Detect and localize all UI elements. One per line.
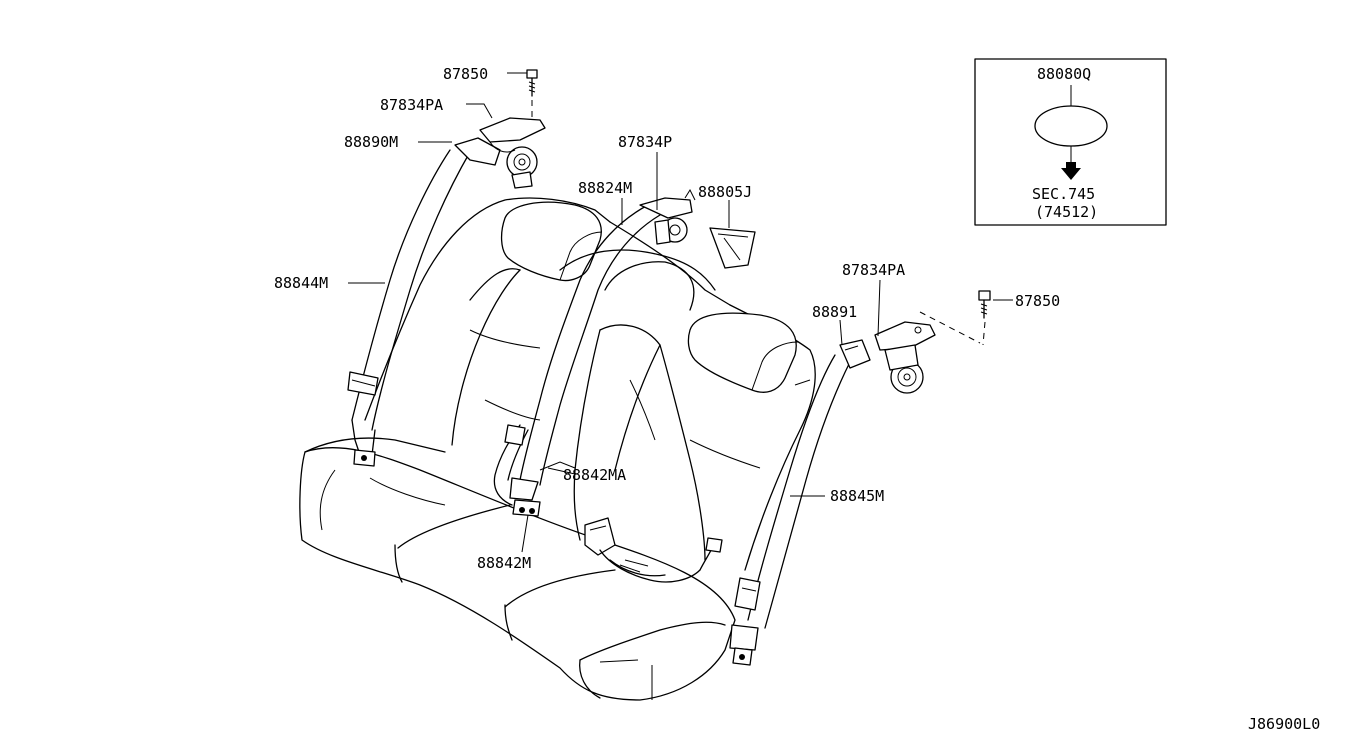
inset-box: 88080Q SEC.745 (74512): [974, 58, 1167, 226]
buckle-left-assembly: [493, 424, 576, 517]
label-retractor-upper-left: 88890M: [344, 133, 398, 151]
belt-right: [729, 354, 851, 666]
label-anchor-center: 87834P: [618, 133, 672, 151]
belt-center: [519, 188, 756, 486]
seatback-left: [364, 197, 611, 446]
label-belt-left: 88844M: [274, 274, 328, 292]
leader-lines: [348, 72, 1013, 553]
seatback-right: [559, 221, 816, 571]
label-retractor-center: 88824M: [578, 179, 632, 197]
label-belt-right: 88845M: [830, 487, 884, 505]
label-buckle-right: 88842MA: [563, 466, 626, 484]
inset-part-number: 88080Q: [1037, 65, 1091, 83]
plug-cap-shape: [1034, 105, 1108, 147]
label-bolt-upper-left: 87850: [443, 65, 488, 83]
label-bolt-right: 87850: [1015, 292, 1060, 310]
inset-section-ref: SEC.745: [1032, 185, 1095, 203]
inset-section-sub: (74512): [1035, 203, 1098, 221]
label-cover-center: 88805J: [698, 183, 752, 201]
seat-cushion: [299, 437, 736, 701]
retractor-upper-left: [454, 69, 546, 189]
arrow-down-icon: [1061, 162, 1081, 180]
retractor-right: [839, 290, 991, 394]
diagram-id: J86900L0: [1248, 715, 1320, 733]
callout-labels: 87850 87834PA 88890M 88844M 87834P 88824…: [274, 65, 1060, 572]
label-anchor-right: 87834PA: [842, 261, 905, 279]
buckle-right-assembly: [584, 517, 723, 583]
label-anchor-upper-left: 87834PA: [380, 96, 443, 114]
label-buckle-left: 88842M: [477, 554, 531, 572]
label-retractor-right: 88891: [812, 303, 857, 321]
belt-left: [347, 149, 471, 467]
